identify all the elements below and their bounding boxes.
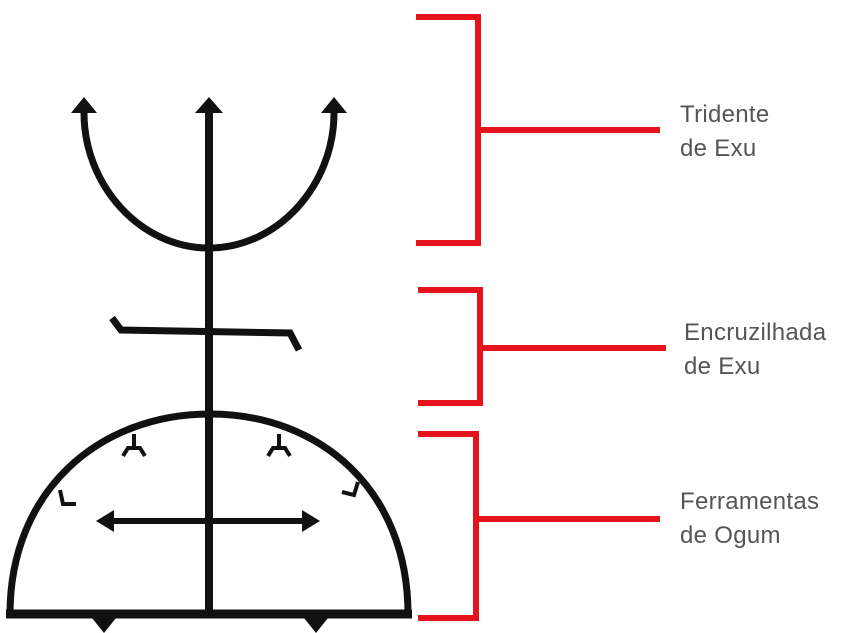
symbol [6,97,412,633]
base-right-notch [304,618,328,633]
label-crossroad: Encruzilhada de Exu [684,316,826,384]
tool-mark-left-outer [58,489,76,506]
tool-mark-right-inner [266,434,292,458]
tool-mark-left-inner [121,434,147,458]
bracket-trident [416,14,481,246]
bracket-tools [418,431,479,621]
crossroad-bar [109,315,303,352]
label-tools-line2: de Ogum [680,522,781,549]
tool-mark-right-outer [341,481,360,498]
label-trident-line1: Tridente [680,101,770,128]
label-tools: Ferramentas de Ogum [680,485,819,553]
double-arrow-left-head [96,510,114,532]
trident-left-arrowhead [71,97,97,113]
label-trident-line2: de Exu [680,135,757,162]
trident-right-arrowhead [321,97,347,113]
dome-arc [6,410,412,615]
trident-center-arrowhead [195,97,223,113]
double-arrow-right-head [302,510,320,532]
brackets [416,14,666,621]
ogum-tools-symbol [6,410,412,633]
label-crossroad-line2: de Exu [684,353,761,380]
crossroad-symbol [109,315,303,352]
label-tools-line1: Ferramentas [680,488,820,515]
bracket-crossroad [418,287,483,406]
label-crossroad-line1: Encruzilhada [684,319,827,346]
base-left-notch [92,618,116,633]
label-trident: Tridente de Exu [680,98,770,166]
